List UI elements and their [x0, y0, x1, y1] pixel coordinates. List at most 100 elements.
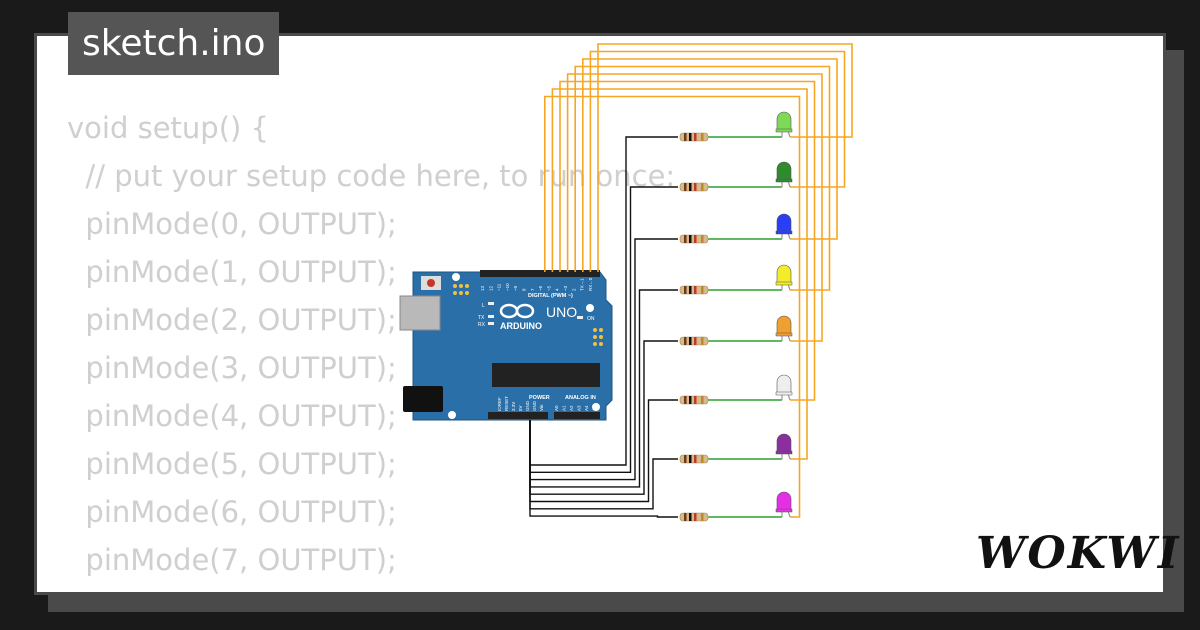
- resistor-band: [684, 513, 687, 521]
- led-rim: [775, 508, 793, 513]
- resistor-band: [701, 396, 704, 404]
- reset-button-cap[interactable]: [427, 279, 435, 287]
- analog-label: ANALOG IN: [565, 395, 596, 401]
- code-line: pinMode(7, OUTPUT);: [67, 543, 397, 577]
- mount-hole: [592, 403, 600, 411]
- resistor-band: [701, 133, 704, 141]
- digital-pin-label: ~10: [505, 283, 510, 291]
- ground-wire[interactable]: [529, 420, 678, 518]
- resistor[interactable]: [679, 285, 709, 295]
- resistor[interactable]: [679, 395, 709, 405]
- resistor-band: [689, 337, 692, 345]
- board-model: UNO: [546, 304, 577, 320]
- resistor-band: [684, 235, 687, 243]
- resistor[interactable]: [679, 182, 709, 192]
- digital-header-label: DIGITAL (PWM ~): [528, 293, 573, 299]
- resistor-band: [684, 183, 687, 191]
- file-tab[interactable]: sketch.ino: [68, 12, 280, 75]
- resistor-band: [684, 337, 687, 345]
- signal-wire[interactable]: [566, 73, 823, 342]
- tx-led: [488, 315, 494, 318]
- resistor-band: [694, 396, 697, 404]
- led-blue[interactable]: [775, 213, 793, 240]
- resistor-band: [689, 183, 692, 191]
- digital-pin-label: ~6: [538, 285, 543, 291]
- led-green[interactable]: [775, 111, 793, 138]
- digital-pin-label: 13: [480, 285, 485, 291]
- analog-header[interactable]: [554, 412, 600, 419]
- resistor[interactable]: [679, 132, 709, 142]
- signal-wire[interactable]: [543, 95, 801, 518]
- resistor[interactable]: [679, 512, 709, 522]
- code-line: pinMode(5, OUTPUT);: [67, 447, 397, 481]
- l-led-label: L: [482, 303, 485, 309]
- resistor-band: [694, 133, 697, 141]
- led-rim: [775, 391, 793, 396]
- code-line: pinMode(2, OUTPUT);: [67, 303, 397, 337]
- resistor-band: [684, 133, 687, 141]
- resistor[interactable]: [679, 234, 709, 244]
- led-rim: [775, 450, 793, 455]
- resistor-band: [694, 513, 697, 521]
- digital-pin-label: 4: [555, 288, 560, 291]
- led-purple[interactable]: [775, 433, 793, 460]
- power-pin-label: IOREF: [497, 397, 502, 411]
- led-white[interactable]: [775, 374, 793, 401]
- signal-wire[interactable]: [551, 88, 808, 460]
- led-magenta[interactable]: [775, 491, 793, 518]
- resistor-band: [701, 337, 704, 345]
- led-rim: [775, 128, 793, 133]
- signal-wire[interactable]: [574, 65, 831, 291]
- led-rim: [775, 332, 793, 337]
- signal-wire[interactable]: [589, 50, 846, 273]
- resistor-band: [701, 513, 704, 521]
- code-line: pinMode(4, OUTPUT);: [67, 399, 397, 433]
- code-line: // put your setup code here, to run once…: [67, 159, 676, 193]
- resistor[interactable]: [679, 336, 709, 346]
- resistor-band: [694, 183, 697, 191]
- icsp-header-2: [593, 328, 603, 346]
- mount-hole: [448, 411, 456, 419]
- analog-pin-label: A3: [577, 405, 582, 411]
- tx-label: TX: [478, 315, 485, 321]
- led-orange[interactable]: [775, 315, 793, 342]
- analog-pin-label: A0: [554, 405, 559, 411]
- resistor-band: [689, 396, 692, 404]
- led-rim: [775, 230, 793, 235]
- arduino-uno-board[interactable]: ARDUINO UNO DIGITAL (PWM ~) POWER ANALOG…: [399, 270, 613, 421]
- resistor-band: [701, 235, 704, 243]
- led-rim: [775, 281, 793, 286]
- code-line: pinMode(3, OUTPUT);: [67, 351, 397, 385]
- led-darkgreen[interactable]: [775, 161, 793, 188]
- analog-pin-label: A4: [584, 405, 589, 411]
- resistor-band: [701, 286, 704, 294]
- arduino-logo-icon: [499, 303, 535, 319]
- wokwi-logo: WOKWI: [976, 528, 1181, 579]
- power-header[interactable]: [488, 412, 548, 419]
- usb-port: [399, 295, 441, 331]
- digital-pin-label: 8: [522, 288, 527, 291]
- code-line: }: [67, 584, 675, 592]
- code-editor[interactable]: void setup() { // put your setup code he…: [67, 104, 676, 592]
- resistor-band: [701, 183, 704, 191]
- resistor-band: [684, 396, 687, 404]
- digital-pin-label: ~9: [513, 285, 518, 291]
- resistor-band: [689, 133, 692, 141]
- digital-pin-label: TX→1: [580, 278, 585, 291]
- power-pin-label: 3.3V: [511, 402, 516, 411]
- resistor-band: [694, 286, 697, 294]
- resistor-band: [689, 235, 692, 243]
- digital-header[interactable]: [480, 270, 600, 277]
- digital-pin-label: 12: [488, 285, 493, 291]
- resistor-band: [689, 286, 692, 294]
- led-yellow[interactable]: [775, 264, 793, 291]
- resistor-band: [694, 455, 697, 463]
- signal-wire[interactable]: [597, 43, 853, 272]
- digital-pin-label: 7: [530, 288, 535, 291]
- resistor[interactable]: [679, 454, 709, 464]
- digital-pin-label: RX←0: [588, 277, 593, 291]
- board-brand: ARDUINO: [500, 321, 542, 331]
- digital-pin-label: ~5: [546, 285, 551, 291]
- resistor-band: [689, 513, 692, 521]
